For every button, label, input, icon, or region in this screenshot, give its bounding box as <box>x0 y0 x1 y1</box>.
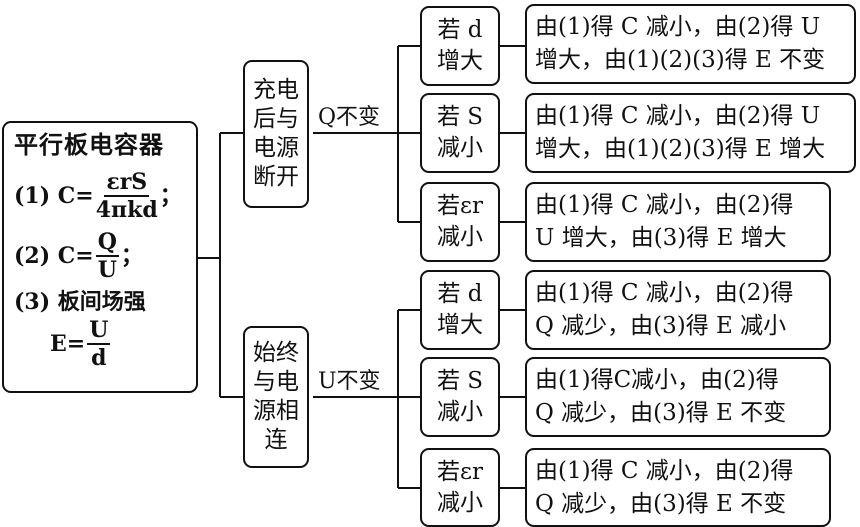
case-node-connected: 始终与电源相连 <box>243 326 309 468</box>
condition-node: 若εr 减小 <box>420 448 500 527</box>
formula-1-suffix: ； <box>159 183 182 209</box>
condition-node: 若 S 减小 <box>420 93 500 173</box>
result-node: 由(1)得 C 减小，由(2)得 Q 减少，由(3)得 E 减小 <box>525 270 831 350</box>
formula-3-label: (3) 板间场强 <box>14 289 146 315</box>
formula-3: E= U d <box>14 319 196 369</box>
edge-label-u-constant: U不变 <box>318 369 381 394</box>
formula-3-fraction: U d <box>87 317 111 371</box>
case-label: 充电后与电源断开 <box>253 77 299 190</box>
formula-2-numerator: Q <box>95 229 119 257</box>
result-node: 由(1)得 C 减小，由(2)得 U 增大，由(1)(2)(3)得 E 不变 <box>525 4 856 84</box>
formula-2: (2) C= Q U ； <box>14 231 196 281</box>
formula-1-denominator: 4πkd <box>95 197 158 223</box>
root-node-parallel-plate-capacitor: 平行板电容器 (1) C= εrS 4πkd ； (2) C= Q U ； (3… <box>2 121 198 393</box>
root-title: 平行板电容器 <box>14 130 164 159</box>
edge-label-q-constant: Q不变 <box>318 105 381 130</box>
formula-1-prefix: (1) C= <box>14 183 94 209</box>
result-node: 由(1)得 C 减小，由(2)得 Q 减少，由(3)得 E 不变 <box>525 448 831 527</box>
result-node: 由(1)得C减小，由(2)得 Q 减少，由(3)得 E 不变 <box>525 357 831 437</box>
formula-3-prefix: E= <box>50 331 86 357</box>
formula-3-denominator: d <box>91 345 107 371</box>
condition-node: 若 S 减小 <box>420 357 500 437</box>
result-node: 由(1)得 C 减小，由(2)得 U 增大，由(1)(2)(3)得 E 增大 <box>525 93 856 173</box>
formula-1: (1) C= εrS 4πkd ； <box>14 171 196 221</box>
formula-2-denominator: U <box>97 257 117 283</box>
formula-2-suffix: ； <box>120 243 143 269</box>
case-node-disconnected: 充电后与电源断开 <box>243 60 309 208</box>
condition-node: 若 d 增大 <box>420 6 500 86</box>
formula-1-numerator: εrS <box>104 169 150 197</box>
formula-3-numerator: U <box>87 317 111 345</box>
case-label: 始终与电源相连 <box>253 340 299 453</box>
condition-node: 若εr 减小 <box>420 182 500 262</box>
formula-2-fraction: Q U <box>95 229 119 283</box>
result-node: 由(1)得 C 减小，由(2)得 U 增大，由(3)得 E 增大 <box>525 182 831 262</box>
condition-node: 若 d 增大 <box>420 270 500 350</box>
formula-1-fraction: εrS 4πkd <box>96 171 158 221</box>
formula-2-prefix: (2) C= <box>14 243 94 269</box>
